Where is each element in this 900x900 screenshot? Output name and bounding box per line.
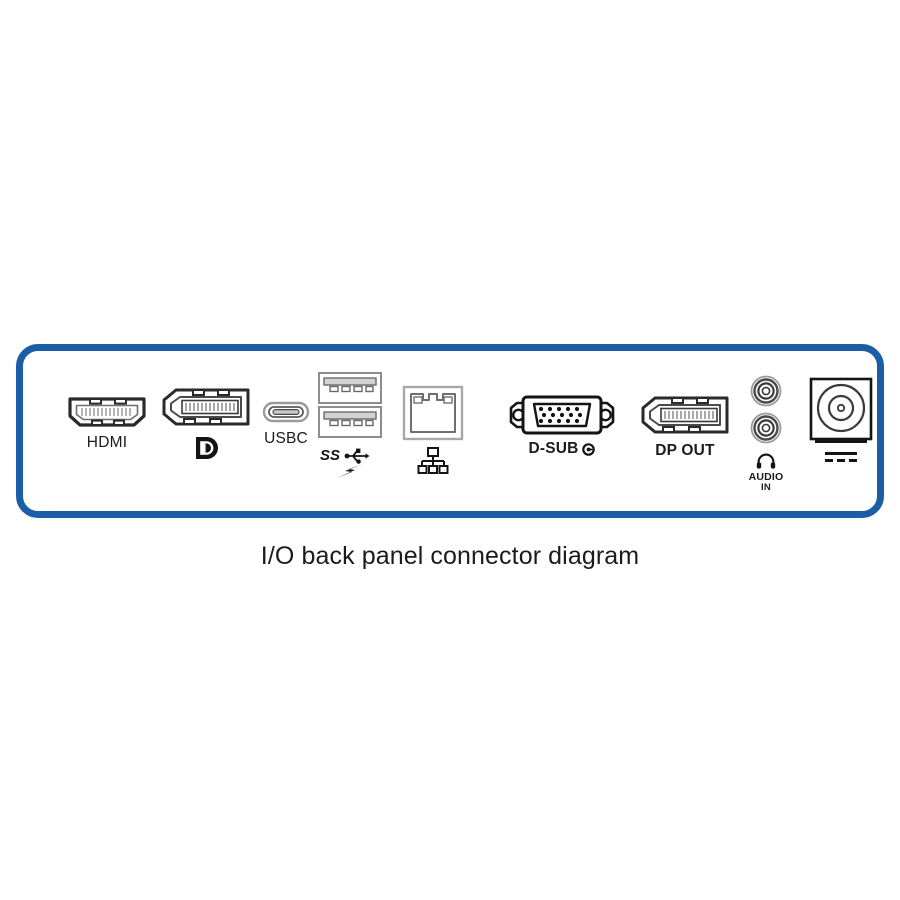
connector-label-d-sub: D-SUB xyxy=(528,440,579,457)
connector-usbc[interactable]: USBC xyxy=(250,399,322,447)
io-back-panel: HDMI xyxy=(16,344,884,518)
connector-dc-power[interactable] xyxy=(801,377,881,464)
vga-dsub-port-icon xyxy=(507,395,617,435)
dc-power-symbol-icon xyxy=(824,451,858,464)
connector-audio-in[interactable]: AUDIO IN xyxy=(730,375,802,493)
usb-c-port-icon xyxy=(262,399,310,425)
network-icon xyxy=(417,447,449,475)
connector-label-hdmi: HDMI xyxy=(86,434,128,451)
audio-jack-pair-icon xyxy=(744,375,788,447)
connector-dp-out[interactable]: DP OUT xyxy=(630,395,740,459)
video-input-arrow-icon xyxy=(581,442,596,457)
connector-label-usbc: USBC xyxy=(264,430,308,447)
connector-usb-a-stack[interactable]: SS xyxy=(310,371,390,479)
connector-label-audio: AUDIO xyxy=(748,471,784,483)
usb-a-dual-port-icon xyxy=(317,371,383,439)
connector-d-sub[interactable]: D-SUB xyxy=(501,395,623,457)
hdmi-port-icon xyxy=(66,395,148,429)
svg-text:SS: SS xyxy=(320,447,340,464)
superspeed-usb-charging-icon: SS xyxy=(319,445,381,479)
headphone-icon xyxy=(756,453,776,469)
connector-label-dp-out: DP OUT xyxy=(655,442,715,459)
displayport-logo-icon xyxy=(193,435,219,461)
displayport-out-port-icon xyxy=(639,395,731,437)
rj45-ethernet-port-icon xyxy=(402,385,464,441)
dc-power-jack-icon xyxy=(808,377,874,445)
displayport-port-icon xyxy=(160,387,252,429)
io-back-panel-inner: HDMI xyxy=(23,351,877,511)
connector-rj45[interactable] xyxy=(395,385,471,475)
connector-displayport-in[interactable] xyxy=(154,387,258,461)
connector-label-audio-in: IN xyxy=(761,482,771,494)
diagram-caption: I/O back panel connector diagram xyxy=(260,542,640,570)
connector-hdmi[interactable]: HDMI xyxy=(59,395,155,451)
